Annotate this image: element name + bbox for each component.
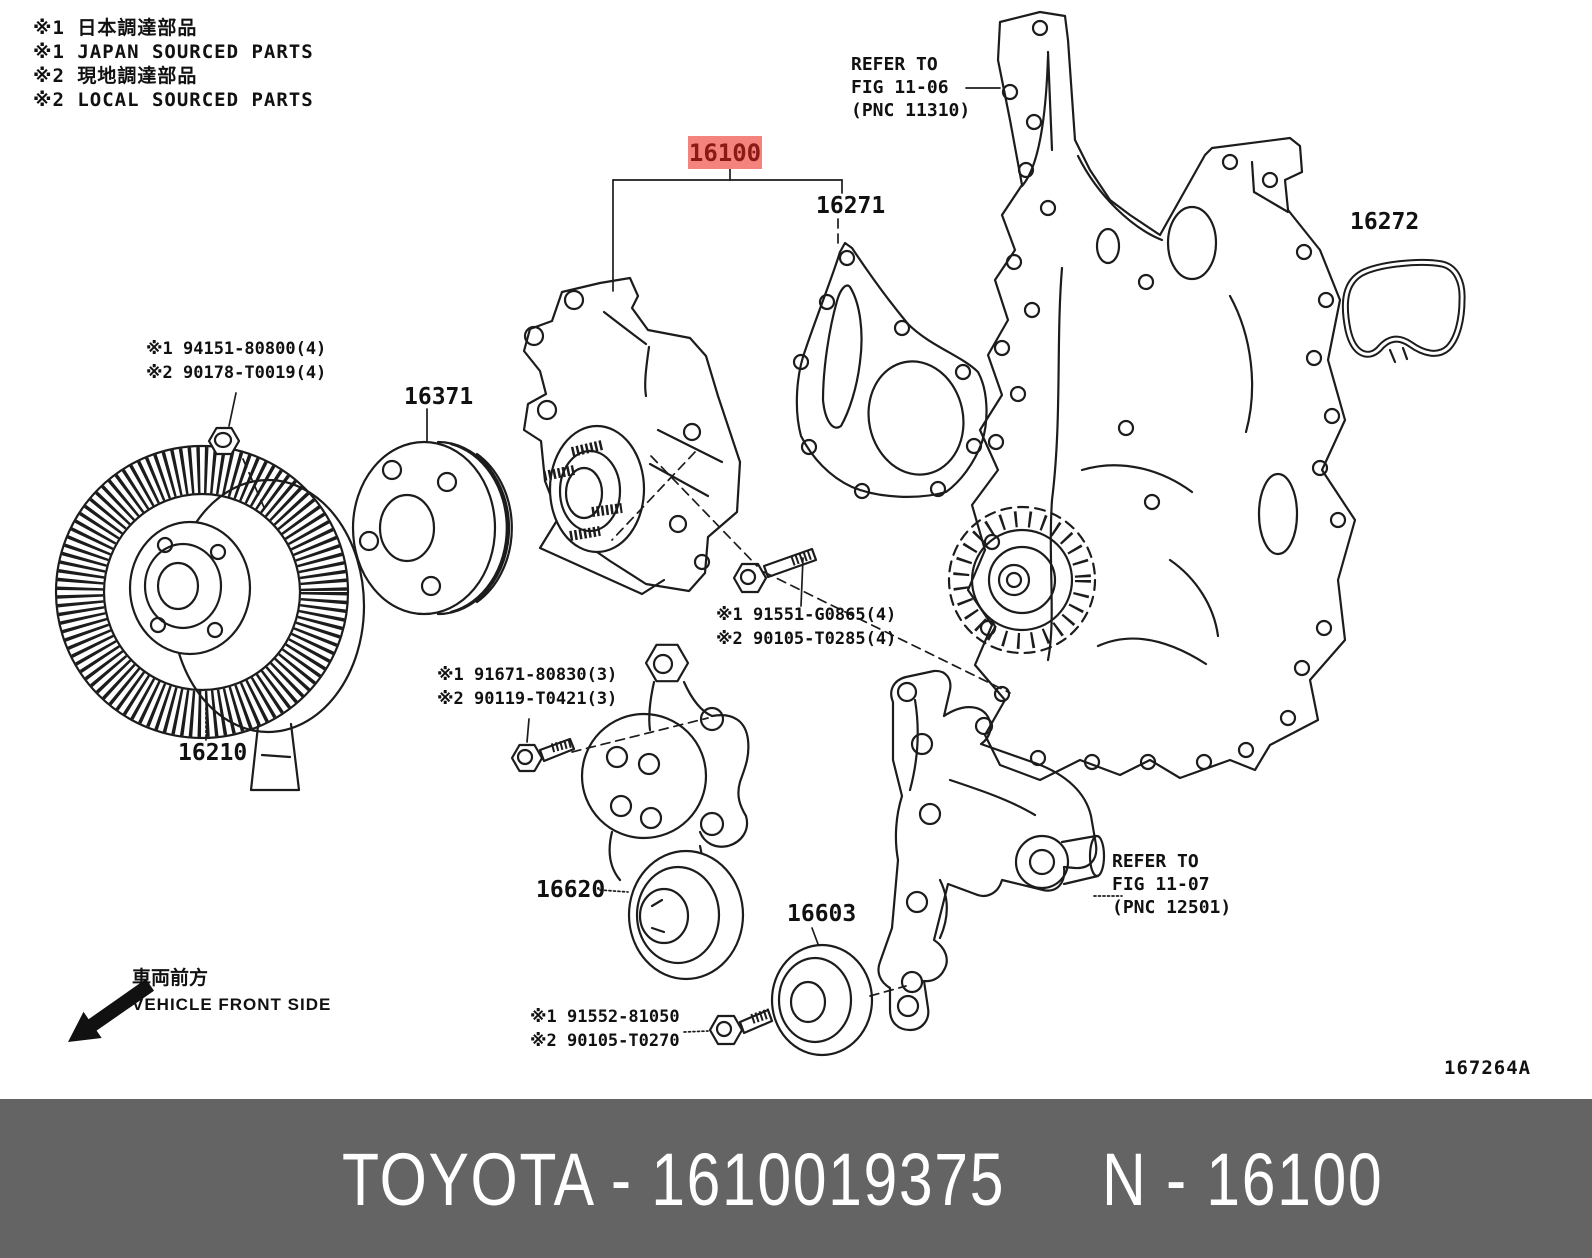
- gasket-16272-drawing: [1341, 258, 1466, 364]
- fan-clutch-drawing: [54, 444, 366, 792]
- part-label-16272[interactable]: 16272: [1350, 209, 1420, 235]
- front-side-arrow: [68, 979, 154, 1042]
- legend-line-4: ※2 LOCAL SOURCED PARTS: [33, 89, 314, 111]
- legend-line-1: ※1 日本調達部品: [33, 17, 198, 39]
- part-label-16371[interactable]: 16371: [404, 384, 474, 410]
- water-pump-drawing: [522, 276, 742, 596]
- tensioner-bolt-code-2: ※2 90119-T0421(3): [437, 689, 618, 709]
- part-label-16210[interactable]: 16210: [178, 740, 248, 766]
- tensioner-bolt-code-1: ※1 91671-80830(3): [437, 665, 618, 685]
- idler-bolt-drawing: [708, 1008, 774, 1046]
- timing-cover-drawing: [947, 10, 1357, 782]
- idler-bolt-code-2: ※2 90105-T0270: [530, 1031, 680, 1051]
- footer-bar: [0, 1099, 1592, 1258]
- leader-lines: [205, 87, 1123, 1033]
- part-label-16620[interactable]: 16620: [536, 877, 606, 903]
- pump-bolt-code-1: ※1 91551-G0865(4): [716, 605, 897, 625]
- footer-catalog-number: N - 16100: [1102, 1137, 1384, 1221]
- fan-nut-drawing: [207, 426, 241, 456]
- ref-fig-11-07-line-3: (PNC 12501): [1112, 897, 1232, 918]
- footer-part-number: TOYOTA - 1610019375: [342, 1137, 1006, 1221]
- tensioner-drawing: [580, 643, 750, 981]
- diagram-canvas: [54, 10, 1466, 1057]
- idler-bolt-code-1: ※1 91552-81050: [530, 1007, 680, 1027]
- ref-fig-11-06-line-1: REFER TO: [851, 54, 938, 75]
- part-label-16603[interactable]: 16603: [787, 901, 857, 927]
- pulley-drawing: [351, 440, 513, 616]
- legend-line-2: ※1 JAPAN SOURCED PARTS: [33, 41, 314, 63]
- ref-fig-11-07-line-2: FIG 11-07: [1112, 874, 1210, 895]
- ref-fig-11-07-line-1: REFER TO: [1112, 851, 1199, 872]
- ref-fig-11-06-line-2: FIG 11-06: [851, 77, 949, 98]
- vehicle-front-jp: 車両前方: [132, 967, 209, 989]
- legend-line-3: ※2 現地調達部品: [33, 65, 198, 87]
- highlighted-part-number-16100[interactable]: 16100: [688, 136, 762, 169]
- idler-pulley-drawing: [770, 943, 924, 1057]
- tensioner-bolt-drawing: [510, 737, 576, 773]
- pump-bolt-code-2: ※2 90105-T0285(4): [716, 629, 897, 649]
- ref-fig-11-06-line-3: (PNC 11310): [851, 100, 971, 121]
- vehicle-front-en: VEHICLE FRONT SIDE: [132, 995, 332, 1014]
- bracket-drawing: [877, 669, 1106, 1032]
- part-label-16271[interactable]: 16271: [816, 193, 886, 219]
- fan-nut-code-1: ※1 94151-80800(4): [146, 339, 327, 359]
- drawing-code: 167264A: [1444, 1057, 1532, 1079]
- gasket-16271-drawing: [792, 241, 988, 500]
- fan-nut-code-2: ※2 90178-T0019(4): [146, 363, 327, 383]
